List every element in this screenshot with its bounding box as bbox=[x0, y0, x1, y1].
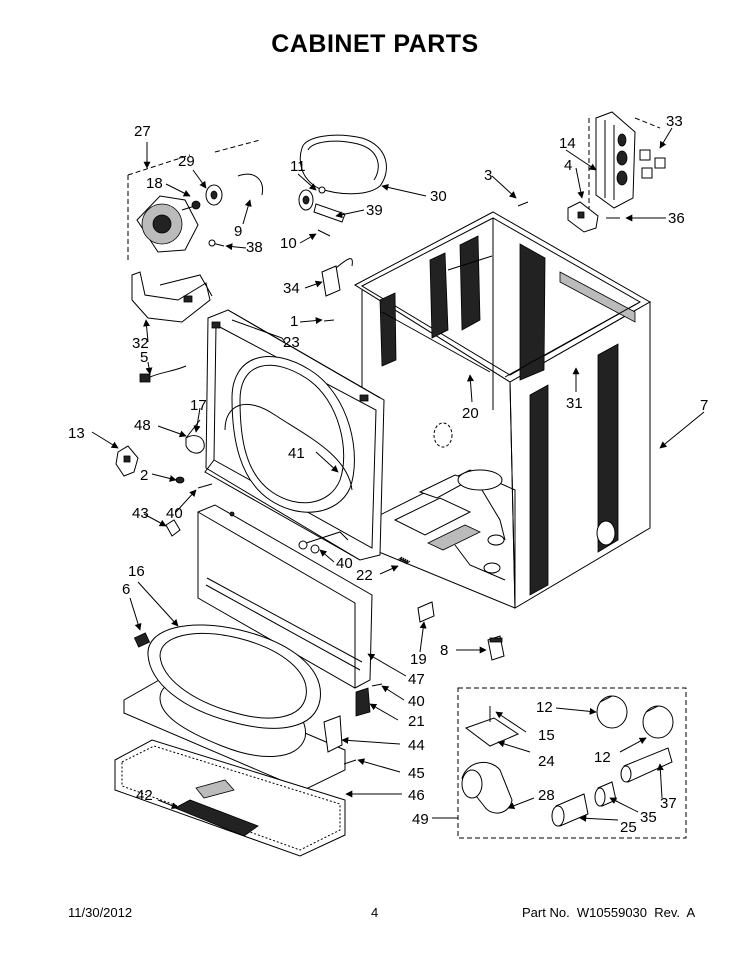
callout-11: 11 bbox=[290, 158, 306, 175]
callout-27: 27 bbox=[134, 123, 151, 140]
callout-43: 43 bbox=[132, 505, 149, 522]
callout-7: 7 bbox=[700, 397, 708, 414]
callout-40-a: 40 bbox=[166, 505, 183, 522]
callout-12-b: 12 bbox=[594, 749, 611, 766]
callout-25: 25 bbox=[620, 819, 637, 836]
callout-10: 10 bbox=[280, 235, 297, 252]
callout-31: 31 bbox=[566, 395, 583, 412]
leader-lines bbox=[91, 127, 705, 822]
callout-6: 6 bbox=[122, 581, 130, 598]
callout-33: 33 bbox=[666, 113, 683, 130]
callout-34: 34 bbox=[283, 280, 300, 297]
callout-28: 28 bbox=[538, 787, 555, 804]
callout-41: 41 bbox=[288, 445, 305, 462]
callout-labels: 27 29 18 9 38 11 30 39 10 34 1 23 3 14 4… bbox=[68, 113, 708, 836]
callout-35: 35 bbox=[640, 809, 657, 826]
callout-40-c: 40 bbox=[408, 693, 425, 710]
callout-19: 19 bbox=[410, 651, 427, 668]
callout-12-a: 12 bbox=[536, 699, 553, 716]
callout-5: 5 bbox=[140, 349, 148, 366]
callout-42: 42 bbox=[136, 787, 153, 804]
callout-40-b: 40 bbox=[336, 555, 353, 572]
callout-23: 23 bbox=[283, 334, 300, 351]
footer-date: 11/30/2012 bbox=[68, 905, 133, 920]
callout-36: 36 bbox=[668, 210, 685, 227]
callout-16: 16 bbox=[128, 563, 145, 580]
callout-20: 20 bbox=[462, 405, 479, 422]
callout-15: 15 bbox=[538, 727, 555, 744]
callout-2: 2 bbox=[140, 467, 148, 484]
footer-page-number: 4 bbox=[371, 905, 379, 920]
callout-37: 37 bbox=[660, 795, 677, 812]
callout-39: 39 bbox=[366, 202, 383, 219]
callout-22: 22 bbox=[356, 567, 373, 584]
callout-4: 4 bbox=[564, 157, 572, 174]
callout-24: 24 bbox=[538, 753, 555, 770]
callout-8: 8 bbox=[440, 642, 448, 659]
page-title: CABINET PARTS bbox=[271, 30, 479, 58]
callout-3: 3 bbox=[484, 167, 492, 184]
callout-13: 13 bbox=[68, 425, 85, 442]
callout-44: 44 bbox=[408, 737, 425, 754]
callout-47: 47 bbox=[408, 671, 425, 688]
callout-9: 9 bbox=[234, 223, 242, 240]
door-illustration bbox=[114, 624, 371, 857]
callout-17: 17 bbox=[190, 397, 207, 414]
callout-38: 38 bbox=[246, 239, 263, 256]
cabinet-illustration bbox=[353, 211, 652, 609]
callout-30: 30 bbox=[430, 188, 447, 205]
small-parts-illustration bbox=[115, 419, 505, 765]
motor-illustration bbox=[127, 139, 264, 383]
callout-32: 32 bbox=[132, 335, 149, 352]
control-bracket-illustration bbox=[517, 111, 666, 233]
callout-14: 14 bbox=[559, 135, 576, 152]
callout-46: 46 bbox=[408, 787, 425, 804]
callout-49: 49 bbox=[412, 811, 429, 828]
callout-29: 29 bbox=[178, 153, 195, 170]
callout-1: 1 bbox=[290, 313, 298, 330]
toe-panel-illustration bbox=[197, 504, 373, 689]
callout-21: 21 bbox=[408, 713, 425, 730]
footer-part-number: Part No. W10559030 Rev. A bbox=[522, 905, 696, 920]
callout-45: 45 bbox=[408, 765, 425, 782]
exhaust-kit-illustration bbox=[457, 687, 687, 839]
callout-48: 48 bbox=[134, 417, 151, 434]
callout-18: 18 bbox=[146, 175, 163, 192]
front-panel-illustration bbox=[204, 309, 385, 561]
